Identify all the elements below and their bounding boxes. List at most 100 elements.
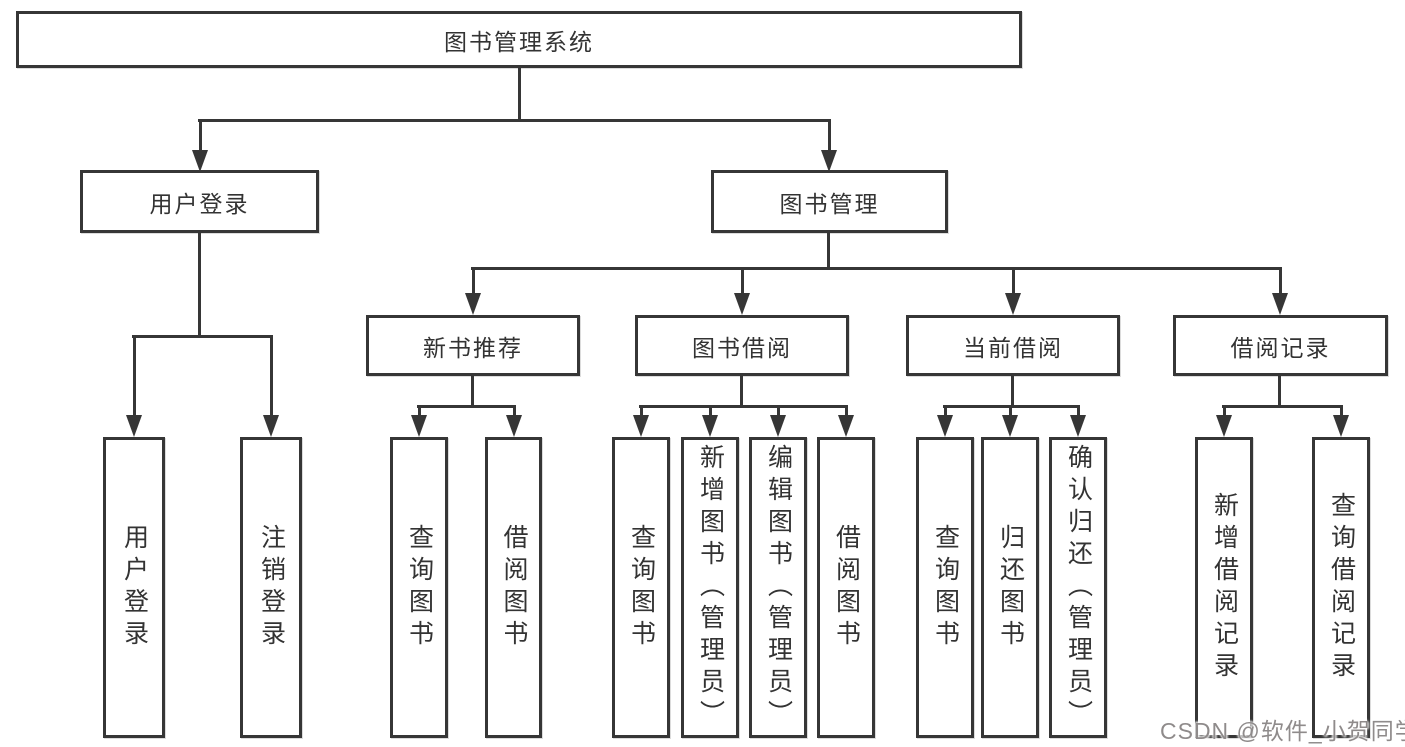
connector-user-login-stub	[198, 233, 201, 337]
arrow-shaft	[417, 407, 421, 415]
leaf-edit-books-admin: 编辑图书（管理员）	[749, 437, 807, 738]
arrow-down-icon	[937, 407, 953, 437]
arrow-head	[465, 293, 481, 315]
leaf-return-books: 归还图书	[981, 437, 1039, 738]
connector-root-rail	[198, 119, 831, 122]
connector-current-rail	[943, 405, 1080, 408]
arrow-down-icon	[770, 407, 786, 437]
arrow-down-icon	[1333, 407, 1349, 437]
node-new-book-recommend: 新书推荐	[366, 315, 580, 376]
leaf-recommend-borrow-books-label: 借阅图书	[500, 523, 528, 652]
node-book-borrow: 图书借阅	[635, 315, 849, 376]
arrow-down-icon	[263, 337, 279, 437]
leaf-return-books-label: 归还图书	[996, 523, 1025, 652]
arrow-down-icon	[1216, 407, 1232, 437]
leaf-user-login: 用户登录	[103, 437, 165, 738]
node-book-borrow-label: 图书借阅	[692, 334, 792, 361]
node-user-login-label: 用户登录	[149, 190, 250, 217]
arrow-down-icon	[126, 337, 142, 437]
connector-borrow-rail	[639, 405, 848, 408]
node-borrow-records-label: 借阅记录	[1230, 334, 1331, 361]
leaf-current-query-books-label: 查询图书	[931, 523, 960, 652]
arrow-head	[1005, 293, 1021, 315]
arrow-shaft	[943, 407, 947, 415]
connector-records-stub	[1278, 376, 1281, 408]
arrow-shaft	[269, 337, 273, 415]
arrow-head	[838, 415, 854, 437]
connector-recommend-stub	[471, 376, 474, 408]
arrow-head	[821, 150, 837, 172]
arrow-head	[937, 415, 953, 437]
arrow-head	[1216, 415, 1232, 437]
node-new-book-recommend-label: 新书推荐	[423, 334, 523, 361]
leaf-confirm-return-admin: 确认归还（管理员）	[1049, 437, 1107, 738]
leaf-current-query-books: 查询图书	[916, 437, 974, 738]
arrow-shaft	[512, 407, 516, 415]
arrow-shaft	[639, 407, 643, 415]
node-current-borrow-label: 当前借阅	[963, 334, 1063, 361]
arrow-head	[411, 415, 427, 437]
arrow-down-icon	[702, 407, 718, 437]
arrow-head	[1002, 415, 1018, 437]
arrow-head	[770, 415, 786, 437]
arrow-shaft	[132, 337, 136, 415]
leaf-add-borrow-record-label: 新增借阅记录	[1210, 491, 1239, 684]
arrow-down-icon	[411, 407, 427, 437]
arrow-down-icon	[1002, 407, 1018, 437]
arrow-shaft	[198, 120, 202, 150]
arrow-head	[1272, 293, 1288, 315]
arrow-shaft	[776, 407, 780, 415]
leaf-query-borrow-record-label: 查询借阅记录	[1327, 491, 1356, 684]
node-root-label: 图书管理系统	[444, 28, 594, 55]
leaf-user-login-label: 用户登录	[120, 523, 149, 652]
arrow-shaft	[827, 120, 831, 150]
arrow-head	[1333, 415, 1349, 437]
arrow-head	[702, 415, 718, 437]
connector-book-mgmt-rail	[471, 267, 1282, 270]
arrow-down-icon	[838, 407, 854, 437]
node-current-borrow: 当前借阅	[906, 315, 1120, 376]
arrow-shaft	[708, 407, 712, 415]
arrow-down-icon	[821, 120, 837, 172]
arrow-head	[633, 415, 649, 437]
arrow-shaft	[471, 270, 475, 293]
arrow-head	[126, 415, 142, 437]
arrow-down-icon	[1005, 270, 1021, 315]
arrow-head	[1070, 415, 1086, 437]
leaf-add-books-admin-label: 新增图书（管理员）	[696, 443, 725, 732]
arrow-shaft	[844, 407, 848, 415]
arrow-down-icon	[192, 120, 208, 172]
arrow-down-icon	[1070, 407, 1086, 437]
leaf-recommend-borrow-books: 借阅图书	[485, 437, 542, 738]
arrow-shaft	[1011, 270, 1015, 293]
arrow-down-icon	[465, 270, 481, 315]
arrow-head	[734, 293, 750, 315]
arrow-head	[506, 415, 522, 437]
csdn-watermark: CSDN @软件_小贺同学	[1160, 718, 1405, 744]
connector-current-stub	[1011, 376, 1014, 408]
node-book-management: 图书管理	[711, 170, 948, 233]
leaf-add-borrow-record: 新增借阅记录	[1195, 437, 1253, 738]
leaf-borrow-books-label: 借阅图书	[832, 523, 861, 652]
arrow-shaft	[740, 270, 744, 293]
connector-user-login-rail	[132, 335, 273, 338]
arrow-shaft	[1222, 407, 1226, 415]
leaf-confirm-return-admin-label: 确认归还（管理员）	[1064, 443, 1093, 732]
arrow-shaft	[1076, 407, 1080, 415]
leaf-logout: 注销登录	[240, 437, 302, 738]
connector-root-stub	[518, 68, 521, 121]
arrow-down-icon	[633, 407, 649, 437]
arrow-shaft	[1008, 407, 1012, 415]
node-root: 图书管理系统	[16, 11, 1022, 68]
arrow-head	[192, 150, 208, 172]
arrow-head	[263, 415, 279, 437]
arrow-down-icon	[1272, 270, 1288, 315]
leaf-recommend-query-books-label: 查询图书	[405, 523, 434, 652]
leaf-query-borrow-record: 查询借阅记录	[1312, 437, 1370, 738]
node-borrow-records: 借阅记录	[1173, 315, 1388, 376]
leaf-borrow-query-books-label: 查询图书	[627, 523, 656, 652]
node-book-management-label: 图书管理	[779, 190, 880, 217]
connector-borrow-stub	[740, 376, 743, 408]
arrow-down-icon	[506, 407, 522, 437]
